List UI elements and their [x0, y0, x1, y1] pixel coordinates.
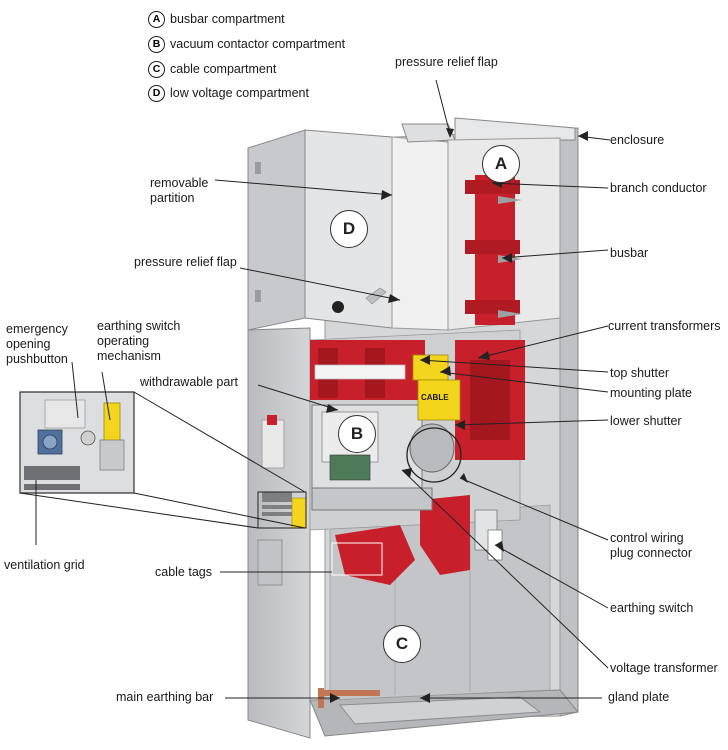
label-voltage-transformer: voltage transformer — [610, 661, 718, 675]
legend-text: low voltage compartment — [170, 86, 309, 100]
marker-a: A — [482, 145, 520, 183]
label-gland-plate: gland plate — [608, 690, 670, 704]
label-emergency-opening-pushbutton: emergency opening pushbutton — [6, 322, 68, 366]
label-branch-conductor: branch conductor — [610, 181, 707, 195]
marker-d: D — [330, 210, 368, 248]
label-top-shutter: top shutter — [610, 366, 670, 380]
label-cable-tags: cable tags — [155, 565, 212, 579]
legend-item-b: B vacuum contactor compartment — [148, 34, 345, 54]
legend-text: vacuum contactor compartment — [170, 37, 346, 51]
label-earthing-switch-operating-mechanism: earthing switch operating mechanism — [97, 319, 181, 363]
cable-sign-text: CABLE — [421, 393, 449, 402]
legend-item-a: A busbar compartment — [148, 9, 285, 29]
label-withdrawable-part: withdrawable part — [140, 375, 238, 389]
legend-letter: D — [148, 84, 165, 102]
label-lower-shutter: lower shutter — [610, 414, 682, 428]
label-enclosure: enclosure — [610, 133, 665, 147]
leader-lines — [35, 79, 611, 699]
label-main-earthing-bar: main earthing bar — [116, 690, 214, 704]
legend-letter: C — [148, 60, 165, 78]
label-current-transformers: current transformers — [608, 319, 721, 333]
legend-letter: A — [148, 10, 165, 28]
legend-text: cable compartment — [170, 62, 277, 76]
legend-text: busbar compartment — [170, 12, 285, 26]
label-control-wiring-plug-connector: control wiring plug connector — [610, 531, 693, 560]
label-mounting-plate: mounting plate — [610, 386, 693, 400]
withdrawable-part-drawing — [262, 287, 503, 708]
legend-item-d: D low voltage compartment — [148, 83, 309, 103]
label-removable-partition: removable partition — [150, 176, 209, 205]
marker-c: C — [383, 625, 421, 663]
red-components — [310, 175, 525, 585]
arrow-heads — [326, 128, 588, 703]
label-pressure-relief-flap-top: pressure relief flap — [395, 55, 498, 69]
label-earthing-switch: earthing switch — [610, 601, 694, 615]
legend-item-c: C cable compartment — [148, 59, 276, 79]
inset-detail — [19, 391, 307, 529]
label-ventilation-grid: ventilation grid — [4, 558, 85, 572]
legend-letter: B — [148, 35, 165, 53]
label-pressure-relief-flap-mid: pressure relief flap — [134, 255, 237, 269]
marker-b: B — [338, 415, 376, 453]
label-busbar: busbar — [610, 246, 649, 260]
